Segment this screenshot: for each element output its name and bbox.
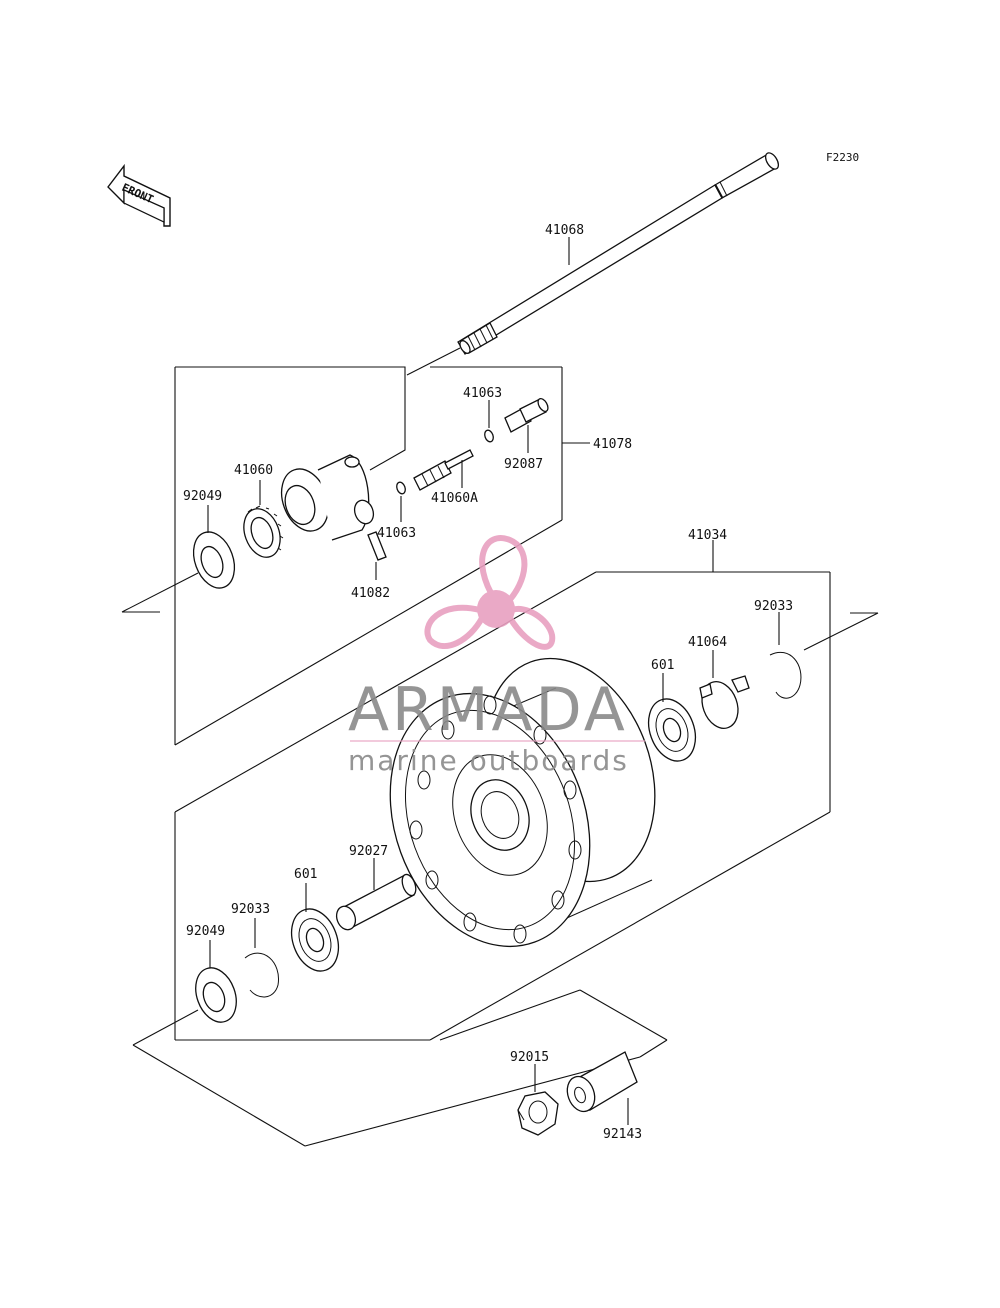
part-label-92027: 92027 bbox=[349, 844, 388, 859]
part-label-601-right: 601 bbox=[651, 658, 674, 673]
axle-nut-part bbox=[517, 1091, 559, 1136]
assembly-frame-lower bbox=[132, 989, 668, 1147]
spacer-tube-part bbox=[335, 873, 417, 931]
bearing-right-part bbox=[647, 698, 697, 762]
collar-part bbox=[699, 675, 750, 729]
watermark-tagline: marine outboards bbox=[348, 744, 629, 777]
front-arrow-icon: FRONT bbox=[107, 163, 171, 227]
washer-lower-part bbox=[396, 481, 406, 495]
part-label-92049-upper: 92049 bbox=[183, 489, 222, 504]
bearing-left-part bbox=[290, 908, 340, 972]
part-label-41034: 41034 bbox=[688, 528, 727, 543]
part-label-601-left: 601 bbox=[294, 867, 317, 882]
washer-upper-part bbox=[484, 429, 494, 443]
oil-seal-lower-part bbox=[195, 967, 237, 1023]
oil-seal-upper-part bbox=[192, 531, 236, 589]
gearbox-housing-part bbox=[280, 454, 375, 541]
circlip-right-part bbox=[769, 651, 802, 699]
pinion-gear-part bbox=[413, 449, 474, 491]
part-label-41063-lower: 41063 bbox=[377, 526, 416, 541]
bushing-part bbox=[504, 397, 549, 433]
part-label-92033-right: 92033 bbox=[754, 599, 793, 614]
part-label-92015: 92015 bbox=[510, 1050, 549, 1065]
watermark-brand: ARMADA bbox=[348, 675, 628, 745]
part-label-92143: 92143 bbox=[603, 1127, 642, 1142]
part-label-41082: 41082 bbox=[351, 586, 390, 601]
part-label-92049-lower: 92049 bbox=[186, 924, 225, 939]
part-label-41060: 41060 bbox=[234, 463, 273, 478]
part-label-92033-left: 92033 bbox=[231, 902, 270, 917]
pin-part bbox=[367, 531, 387, 561]
circlip-left-part bbox=[244, 952, 279, 998]
part-label-41060A: 41060A bbox=[431, 491, 478, 506]
propeller-logo-icon bbox=[424, 535, 556, 650]
wheel-hub-part bbox=[389, 657, 656, 948]
brand-watermark: ARMADA marine outboards bbox=[348, 535, 645, 777]
figure-code: F2230 bbox=[826, 151, 859, 164]
spacer-collar-part bbox=[566, 1051, 638, 1113]
assembly-frame-41034 bbox=[174, 571, 831, 1041]
axle-part bbox=[406, 152, 780, 376]
part-label-41063-upper: 41063 bbox=[463, 386, 502, 401]
assembly-frame-41078 bbox=[174, 366, 590, 746]
part-label-41064: 41064 bbox=[688, 635, 727, 650]
gear-ring-part bbox=[243, 505, 284, 558]
part-label-92087: 92087 bbox=[504, 457, 543, 472]
part-label-41068: 41068 bbox=[545, 223, 584, 238]
part-label-41078: 41078 bbox=[593, 437, 632, 452]
